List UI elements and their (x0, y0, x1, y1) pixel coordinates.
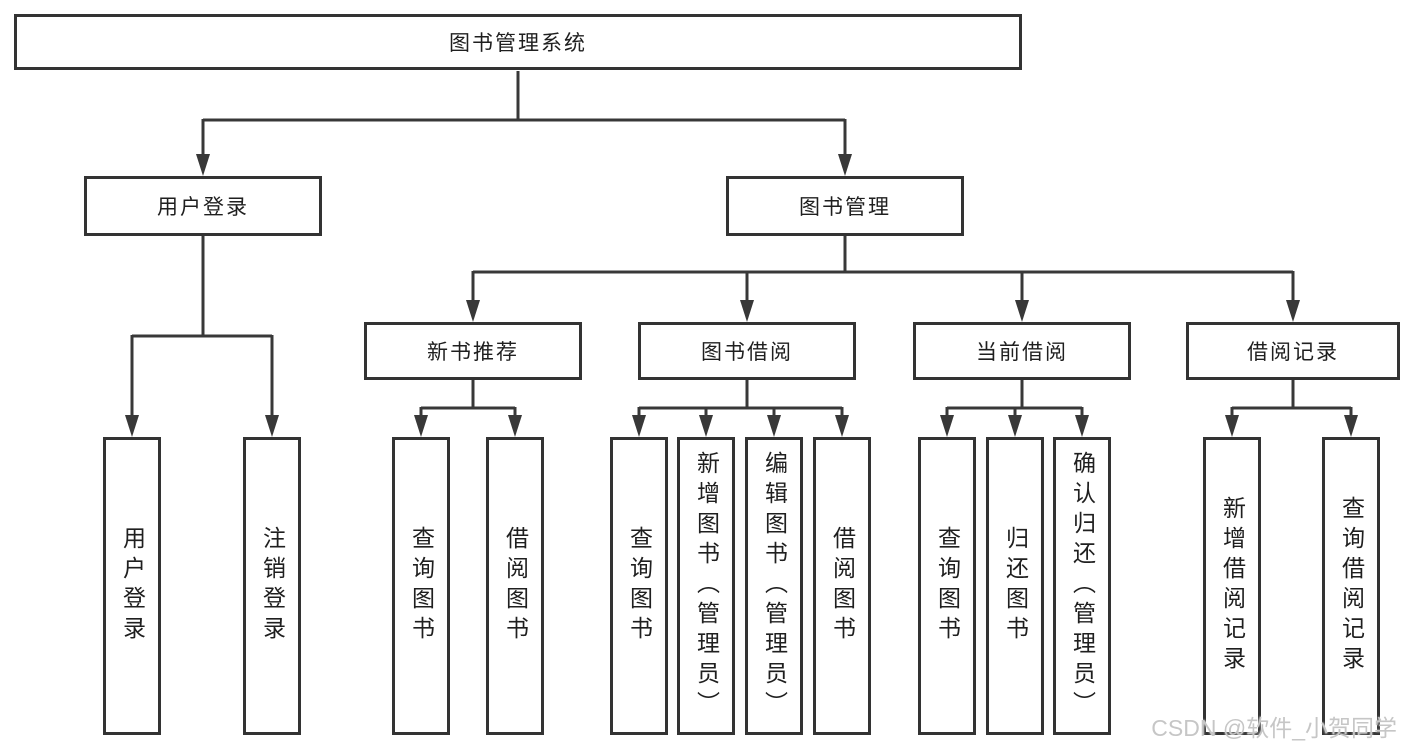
leaf-add-books-admin: 新增图书（管理员） (677, 437, 735, 735)
leaf-add-borrow-record: 新增借阅记录 (1203, 437, 1261, 735)
arrow-down-icon (265, 415, 279, 437)
node-book-borrowing: 图书借阅 (638, 322, 856, 380)
leaf-query-borrow-record: 查询借阅记录 (1322, 437, 1380, 735)
arrow-down-icon (196, 154, 210, 176)
arrow-down-icon (1015, 300, 1029, 322)
arrow-down-icon (414, 415, 428, 437)
arrow-down-icon (508, 415, 522, 437)
arrow-down-icon (632, 415, 646, 437)
arrow-down-icon (838, 154, 852, 176)
leaf-confirm-return-admin: 确认归还（管理员） (1053, 437, 1111, 735)
arrow-down-icon (1225, 415, 1239, 437)
leaf-borrow-books-borrowing: 借阅图书 (813, 437, 871, 735)
leaf-return-books: 归还图书 (986, 437, 1044, 735)
arrow-down-icon (767, 415, 781, 437)
leaf-borrow-books-newbooks: 借阅图书 (486, 437, 544, 735)
arrow-down-icon (940, 415, 954, 437)
arrow-down-icon (835, 415, 849, 437)
node-borrowing-records: 借阅记录 (1186, 322, 1400, 380)
leaf-logout: 注销登录 (243, 437, 301, 735)
leaf-query-books-newbooks: 查询图书 (392, 437, 450, 735)
watermark: CSDN @软件_小贺同学 (1151, 715, 1397, 741)
node-new-book-recommendation: 新书推荐 (364, 322, 582, 380)
arrow-down-icon (125, 415, 139, 437)
leaf-query-books-borrowing: 查询图书 (610, 437, 668, 735)
arrow-down-icon (1286, 300, 1300, 322)
node-library-management-system: 图书管理系统 (14, 14, 1022, 70)
leaf-query-books-current: 查询图书 (918, 437, 976, 735)
leaf-user-login: 用户登录 (103, 437, 161, 735)
node-current-borrowing: 当前借阅 (913, 322, 1131, 380)
arrow-down-icon (1344, 415, 1358, 437)
arrow-down-icon (466, 300, 480, 322)
arrow-down-icon (740, 300, 754, 322)
arrow-down-icon (1075, 415, 1089, 437)
node-user-login: 用户登录 (84, 176, 322, 236)
node-book-management: 图书管理 (726, 176, 964, 236)
arrow-down-icon (699, 415, 713, 437)
leaf-edit-books-admin: 编辑图书（管理员） (745, 437, 803, 735)
arrow-down-icon (1008, 415, 1022, 437)
